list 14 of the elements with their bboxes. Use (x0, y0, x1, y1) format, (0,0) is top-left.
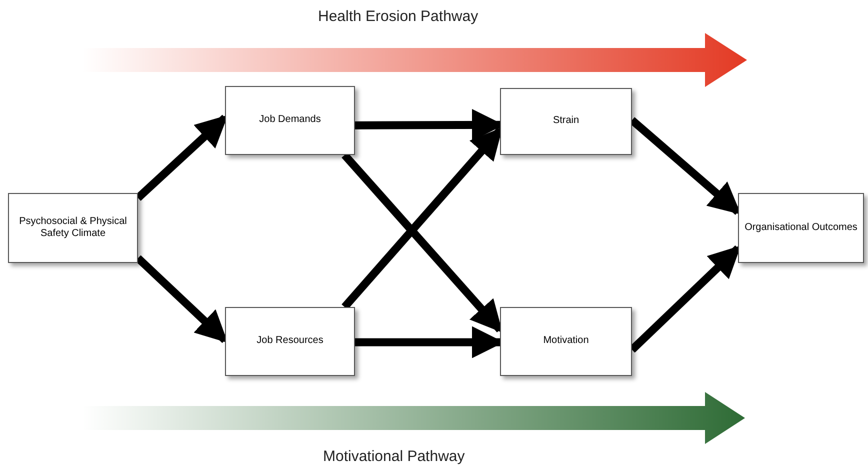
process-box (225, 307, 355, 376)
process-box (225, 86, 355, 155)
box-label: Job Demands (259, 114, 321, 127)
process-box (8, 193, 138, 263)
process-box (500, 88, 632, 155)
box-label: Strain (552, 115, 580, 128)
box-label: Job Resources (256, 335, 324, 348)
box-label: Psychosocial & Physical Safety Climate (18, 216, 128, 240)
pathway-title: Motivational Pathway (323, 447, 465, 467)
box-label: Motivation (543, 335, 589, 348)
process-box (500, 307, 632, 376)
pathway-title: Health Erosion Pathway (318, 7, 478, 27)
box-label: Organisational Outcomes (744, 222, 858, 234)
process-box (738, 193, 864, 263)
